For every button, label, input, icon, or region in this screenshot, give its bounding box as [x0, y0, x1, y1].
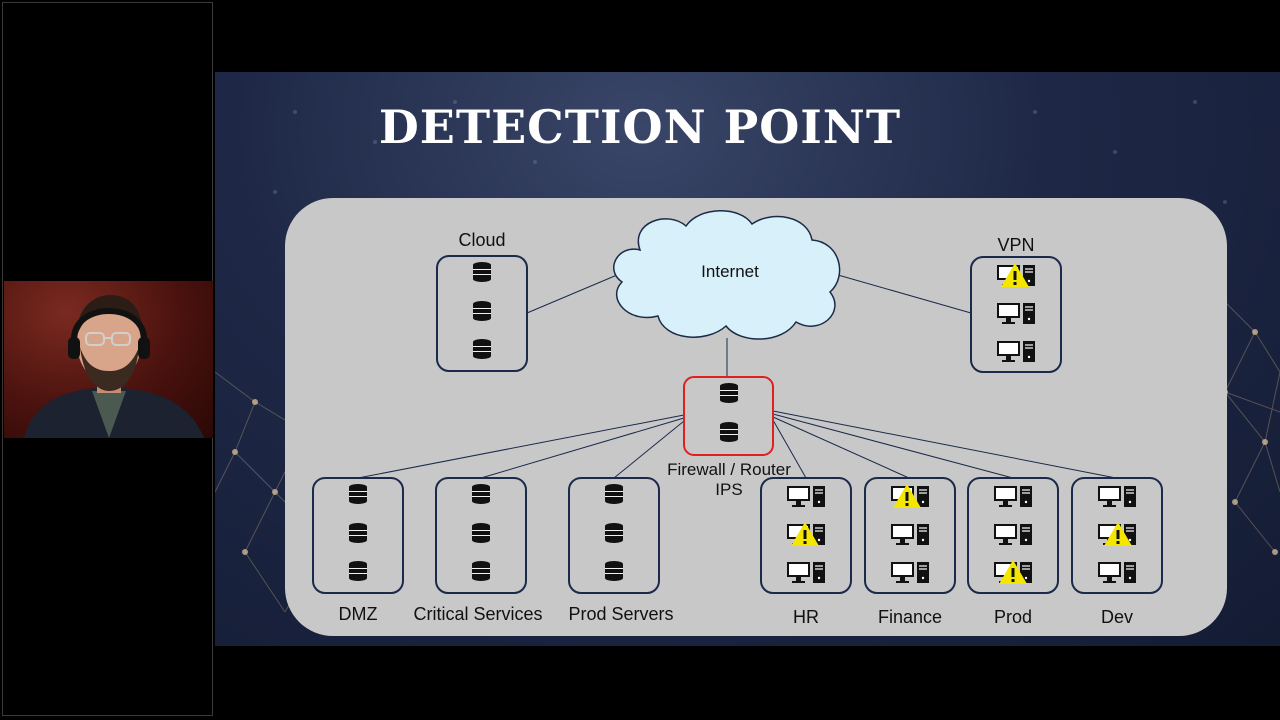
presenter-image [24, 295, 204, 438]
slide-title: DETECTION POINT [378, 100, 902, 154]
firewall-label-line1: Firewall / Router [667, 460, 791, 479]
group-label-prod-servers: Prod Servers [568, 604, 674, 624]
group-label-finance: Finance [877, 607, 943, 627]
group-label-hr: HR [793, 607, 819, 627]
firewall-label-line2: IPS [715, 480, 743, 499]
server-icon [604, 483, 624, 505]
webcam-feed [4, 281, 213, 438]
server-icon [348, 522, 368, 544]
server-icon [348, 483, 368, 505]
server-icon [604, 560, 624, 582]
server-icon [472, 338, 492, 360]
connection-lines [357, 274, 1117, 479]
internet-cloud [613, 210, 841, 340]
group-label-critical-services: Critical Services [413, 604, 543, 624]
server-icon [471, 522, 491, 544]
server-icon [471, 483, 491, 505]
internet-label: Internet [701, 262, 759, 281]
vpn-label: VPN [997, 235, 1035, 255]
group-label-prod: Prod [993, 607, 1033, 627]
firewall-label: Firewall / Router IPS [640, 460, 818, 500]
cloud-label: Cloud [458, 230, 506, 250]
group-label-dev: Dev [1100, 607, 1133, 627]
firewall-box [683, 376, 774, 456]
group-label-dmz: DMZ [338, 604, 378, 624]
server-icon [471, 560, 491, 582]
server-icon [472, 300, 492, 322]
server-icon [604, 522, 624, 544]
server-icon [472, 261, 492, 283]
server-icon [348, 560, 368, 582]
server-icon [719, 421, 739, 443]
server-icon [719, 382, 739, 404]
